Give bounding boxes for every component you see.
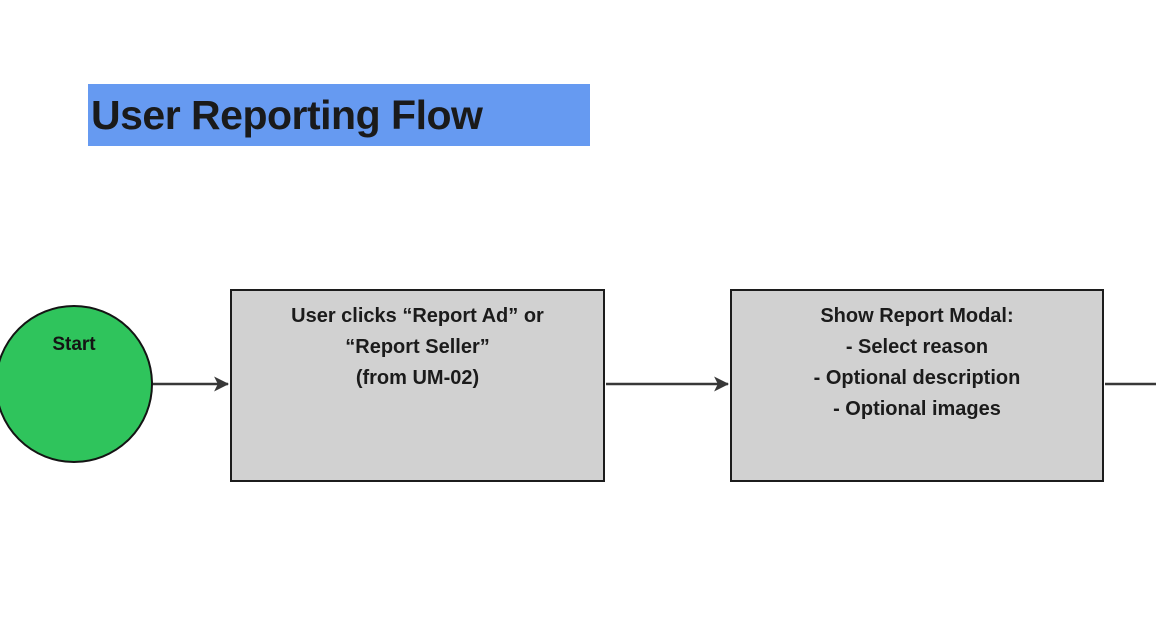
node-report-click: User clicks “Report Ad” or “Report Selle… — [230, 289, 605, 482]
node-report-modal: Show Report Modal: - Select reason - Opt… — [730, 289, 1104, 482]
node-report-modal-line-3: - Optional description — [813, 367, 1021, 389]
node-report-modal-line-1: Show Report Modal: — [820, 305, 1014, 327]
node-report-click-line-3: (from UM-02) — [355, 367, 480, 389]
diagram-title: User Reporting Flow — [91, 91, 483, 138]
node-start-label: Start — [52, 334, 96, 355]
node-report-click-line-2: “Report Seller” — [345, 336, 490, 358]
diagram-title-highlight: User Reporting Flow — [88, 84, 590, 146]
node-report-modal-line-2: - Select reason — [845, 336, 989, 358]
node-report-click-line-1: User clicks “Report Ad” or — [291, 305, 544, 327]
node-start: Start — [0, 305, 153, 463]
node-report-modal-line-4: - Optional images — [833, 398, 1001, 420]
